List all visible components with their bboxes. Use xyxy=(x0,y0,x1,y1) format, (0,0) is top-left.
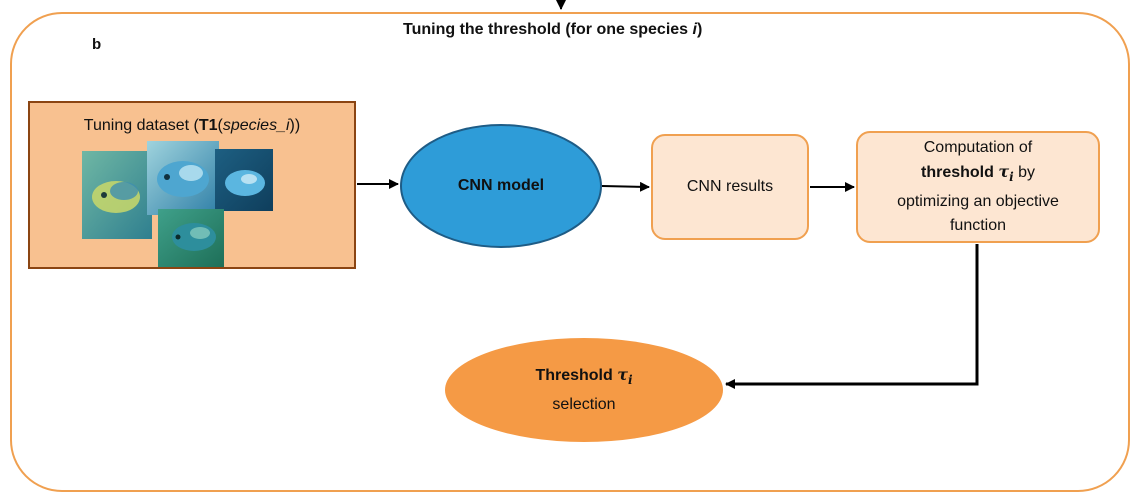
panel-label: b xyxy=(92,36,102,53)
title-var: i xyxy=(692,21,697,38)
threshold-selection-node: Threshold τi selection xyxy=(445,338,723,442)
computation-rest: by xyxy=(1013,164,1035,182)
tuning-dataset-box: Tuning dataset (T1(species_i)) xyxy=(28,101,356,269)
panel-frame xyxy=(10,12,1130,492)
computation-line3: optimizing an objective xyxy=(897,192,1059,210)
fish-image-4 xyxy=(158,209,224,267)
threshold-tau: τi xyxy=(617,365,632,387)
arrow-cnn-to-results xyxy=(601,181,650,192)
fish-image-1 xyxy=(82,151,152,239)
cnn-results-node: CNN results xyxy=(651,134,809,240)
computation-tau-symbol: τ xyxy=(998,162,1010,182)
tuning-dataset-label: Tuning dataset (T1(species_i)) xyxy=(30,117,354,135)
dataset-prefix: Tuning dataset ( xyxy=(83,117,199,134)
dataset-italic: species_i xyxy=(222,117,290,134)
computation-line2: threshold τi by xyxy=(921,160,1035,189)
threshold-line1: Threshold τi xyxy=(535,363,632,392)
dataset-suffix: )) xyxy=(289,117,301,134)
threshold-tau-symbol: τ xyxy=(617,365,628,385)
fish-image-3 xyxy=(215,149,273,211)
arrow-computation-to-threshold xyxy=(725,244,979,389)
title-close: ) xyxy=(696,21,703,38)
threshold-computation-node: Computation of threshold τi by optimizin… xyxy=(856,131,1100,243)
fish-image-2 xyxy=(147,141,219,215)
computation-line4: function xyxy=(949,216,1007,234)
panel-title: Tuning the threshold (for one species i) xyxy=(403,21,702,39)
computation-bold: threshold xyxy=(920,164,994,182)
threshold-tau-sub: i xyxy=(628,373,633,388)
dataset-paren: ( xyxy=(217,117,223,134)
threshold-line2: selection xyxy=(552,395,616,413)
dataset-bold: T1 xyxy=(198,117,218,134)
title-text: Tuning the threshold (for one species xyxy=(403,21,693,38)
threshold-bold: Threshold xyxy=(535,367,613,385)
computation-tau: τi xyxy=(998,162,1013,184)
computation-line1: Computation of xyxy=(923,139,1033,157)
computation-tau-sub: i xyxy=(1009,170,1014,185)
cnn-model-node: CNN model xyxy=(400,124,602,248)
